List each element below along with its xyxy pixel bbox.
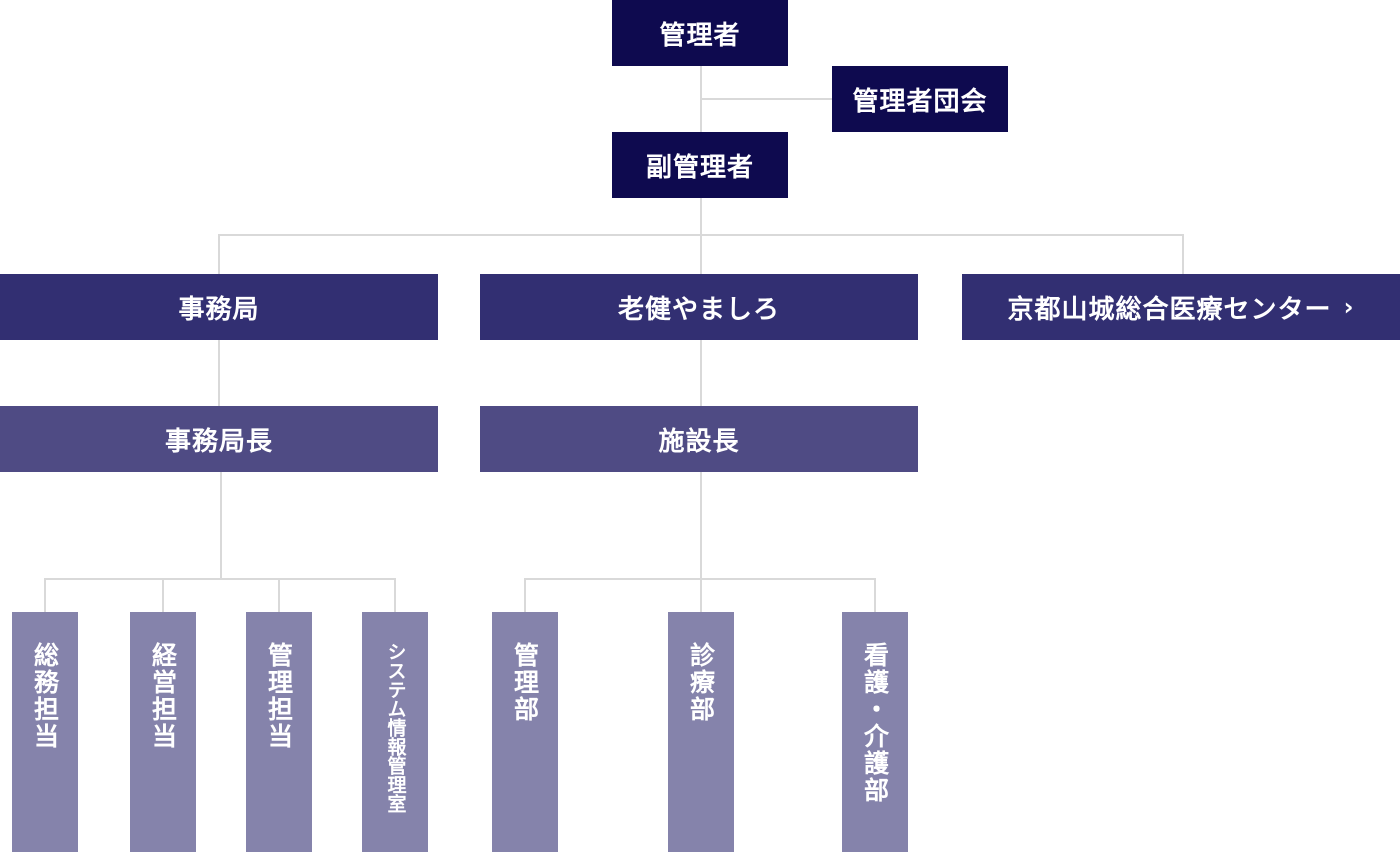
connector-unit-drop-2 <box>162 578 164 612</box>
manager-box: 管理者 <box>612 0 788 66</box>
vice-manager-box: 副管理者 <box>612 132 788 198</box>
connector-division-bar <box>218 234 1184 236</box>
unit-systems: システム情報管理室 <box>362 612 428 852</box>
unit-management-dept: 管理部 <box>492 612 558 852</box>
connector-unit-drop-7 <box>874 578 876 612</box>
connector-secretariat-unit-bar <box>44 578 396 580</box>
secretariat-head-label: 事務局長 <box>164 426 273 457</box>
unit-general-affairs-label: 総務担当 <box>30 642 60 750</box>
unit-management-planning-label: 経営担当 <box>148 642 178 750</box>
unit-administration-label: 管理担当 <box>264 642 294 750</box>
connector-council <box>700 98 832 100</box>
connector-vice-down <box>700 198 702 274</box>
connector-unit-drop-4 <box>394 578 396 612</box>
manager-label: 管理者 <box>659 20 741 51</box>
unit-management-planning: 経営担当 <box>130 612 196 852</box>
secretariat-head-box: 事務局長 <box>0 406 438 472</box>
connector-unit-drop-1 <box>44 578 46 612</box>
connector-roken-head <box>700 340 702 406</box>
facility-head-box: 施設長 <box>480 406 918 472</box>
connector-unit-drop-3 <box>278 578 280 612</box>
secretariat-box: 事務局 <box>0 274 438 340</box>
unit-medical-dept: 診療部 <box>668 612 734 852</box>
unit-general-affairs: 総務担当 <box>12 612 78 852</box>
roken-label: 老健やましろ <box>617 294 780 325</box>
center-label: 京都山城総合医療センター <box>1007 294 1332 325</box>
unit-management-dept-label: 管理部 <box>510 642 540 723</box>
connector-unit-drop-5 <box>524 578 526 612</box>
council-box: 管理者団会 <box>832 66 1008 132</box>
center-link[interactable]: 京都山城総合医療センター › <box>962 274 1400 340</box>
council-label: 管理者団会 <box>852 86 988 117</box>
unit-medical-dept-label: 診療部 <box>686 642 716 723</box>
connector-secretariat-units <box>220 472 222 579</box>
vice-manager-label: 副管理者 <box>645 152 754 183</box>
facility-head-label: 施設長 <box>658 426 740 457</box>
unit-nursing-dept: 看護・介護部 <box>842 612 908 852</box>
unit-administration: 管理担当 <box>246 612 312 852</box>
secretariat-label: 事務局 <box>178 294 260 325</box>
chevron-right-icon: › <box>1343 293 1355 321</box>
unit-nursing-dept-label: 看護・介護部 <box>860 642 890 804</box>
connector-secretariat-head <box>218 340 220 406</box>
connector-center-drop <box>1182 234 1184 274</box>
connector-secretariat-drop <box>218 234 220 274</box>
connector-facility-unit-bar <box>524 578 876 580</box>
unit-systems-label: システム情報管理室 <box>384 642 407 813</box>
connector-facility-units <box>700 472 702 612</box>
roken-box: 老健やましろ <box>480 274 918 340</box>
